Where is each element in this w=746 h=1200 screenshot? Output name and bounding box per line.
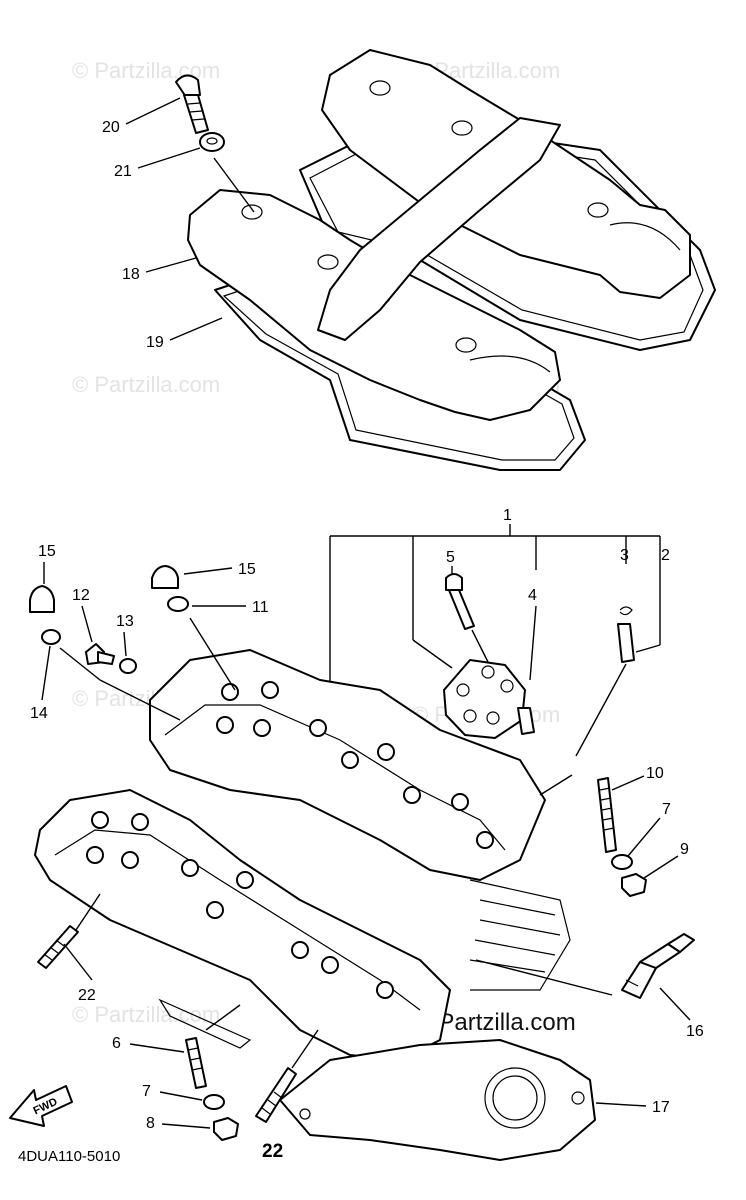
cylinder-fins bbox=[469, 879, 571, 991]
spark-plug bbox=[621, 933, 695, 999]
callout-22: 22 bbox=[262, 1141, 283, 1162]
callout-7: 7 bbox=[142, 1083, 151, 1100]
stud-10 bbox=[597, 777, 617, 853]
callout-10: 10 bbox=[646, 765, 664, 782]
cylinder-base-gasket bbox=[279, 1039, 596, 1161]
callout-22: 22 bbox=[78, 987, 96, 1004]
washer-11 bbox=[167, 596, 189, 612]
cover-washer bbox=[199, 132, 225, 152]
callout-5: 5 bbox=[446, 549, 455, 566]
callout-6: 6 bbox=[112, 1035, 121, 1052]
washer-7-right bbox=[611, 854, 633, 870]
stud-22-left bbox=[37, 925, 79, 969]
callout-19: 19 bbox=[146, 334, 164, 351]
rocker-bracket bbox=[443, 659, 535, 739]
callout-15: 15 bbox=[238, 561, 256, 578]
shaft-clip bbox=[619, 606, 633, 616]
cylinder-head-rear bbox=[149, 649, 546, 881]
callout-1: 1 bbox=[503, 507, 512, 524]
head-cover-assembly bbox=[187, 49, 716, 471]
watermark: © Partzilla.com bbox=[72, 372, 220, 397]
callout-4: 4 bbox=[528, 587, 537, 604]
watermark: © Partzilla.com bbox=[72, 1002, 220, 1027]
forward-arrow-icon: FWD bbox=[9, 1085, 73, 1127]
callout-9: 9 bbox=[680, 841, 689, 858]
callout-21: 21 bbox=[114, 163, 132, 180]
callout-12: 12 bbox=[72, 587, 90, 604]
cylinder-head-front bbox=[34, 789, 451, 1061]
callout-bracket-1 bbox=[329, 524, 661, 700]
callout-15: 15 bbox=[38, 543, 56, 560]
bolt-12 bbox=[85, 643, 115, 665]
acorn-nut-left bbox=[29, 585, 55, 613]
callout-11: 11 bbox=[252, 599, 269, 616]
stud-22-bottom bbox=[255, 1067, 297, 1123]
callout-16: 16 bbox=[686, 1023, 704, 1040]
callout-13: 13 bbox=[116, 613, 134, 630]
nut-9 bbox=[621, 873, 647, 897]
nut-8 bbox=[213, 1117, 239, 1141]
washer-7-left bbox=[203, 1094, 225, 1110]
cover-center-plate bbox=[317, 117, 561, 341]
callout-17: 17 bbox=[652, 1099, 670, 1116]
callout-14: 14 bbox=[30, 705, 48, 722]
callout-3: 3 bbox=[620, 547, 629, 564]
washer-14 bbox=[41, 629, 61, 645]
rocker-bolt bbox=[445, 573, 475, 630]
callout-8: 8 bbox=[146, 1115, 155, 1132]
cover-bolt bbox=[175, 74, 209, 134]
diagram-code: 4DUA110-5010 bbox=[18, 1148, 120, 1165]
rocker-shaft bbox=[617, 623, 635, 663]
washer-13 bbox=[119, 658, 137, 674]
stud-6 bbox=[185, 1037, 207, 1089]
callout-7: 7 bbox=[662, 801, 671, 818]
callout-18: 18 bbox=[122, 266, 140, 283]
callout-20: 20 bbox=[102, 119, 120, 136]
acorn-nut-right bbox=[151, 565, 179, 589]
callout-2: 2 bbox=[661, 547, 670, 564]
